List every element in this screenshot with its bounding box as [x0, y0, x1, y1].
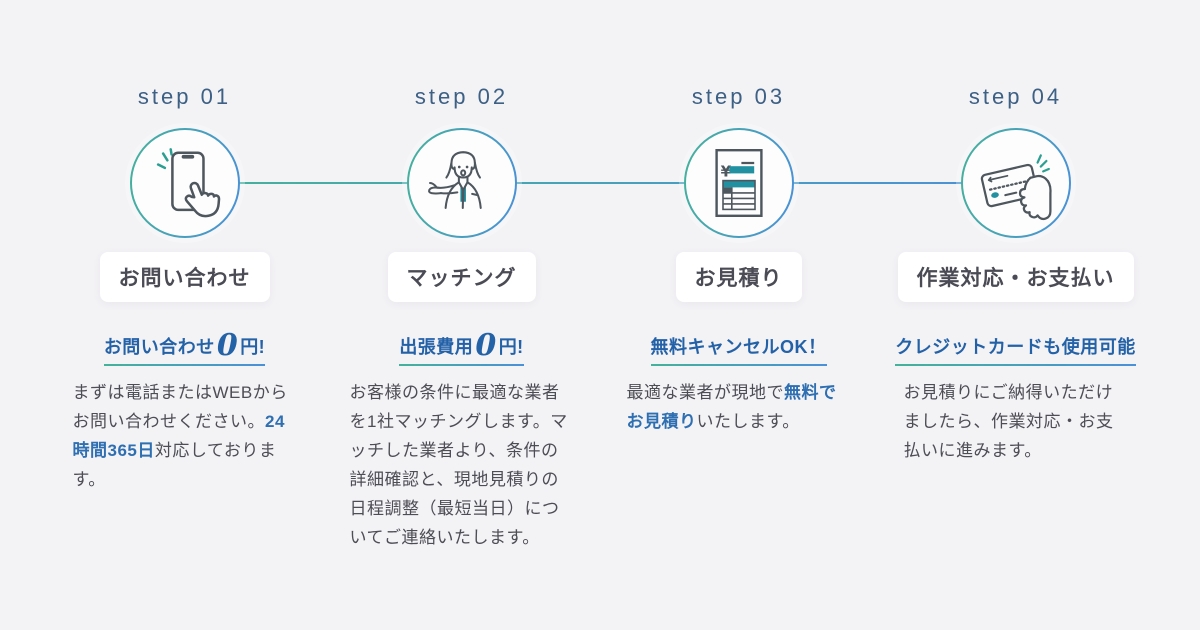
zero-numeral: 0	[216, 328, 239, 363]
step-label: step 04	[968, 84, 1063, 109]
step-title: お問い合わせ	[99, 252, 270, 302]
step-subtitle-wrap: 無料キャンセルOK！	[650, 302, 827, 366]
step-label: step 03	[691, 84, 786, 109]
operator-woman-icon	[427, 151, 482, 209]
subtitle-text: 出張費用	[399, 337, 474, 357]
smartphone-tap-icon	[156, 148, 220, 218]
description-text: まずは電話またはWEBからお問い合わせください。	[72, 383, 288, 431]
description-highlight: 無料でお見積り	[626, 383, 837, 431]
step-circle	[406, 128, 517, 238]
step-connector-line	[184, 182, 1016, 184]
step-description: 最適な業者が現地で無料でお見積りいたします。	[627, 378, 851, 436]
subtitle-text: 無料キャンセルOK！	[650, 337, 827, 357]
step-subtitle: 無料キャンセルOK！	[650, 335, 827, 366]
credit-card-hand-icon	[980, 154, 1052, 221]
step-circle-inner: ¥	[685, 130, 792, 236]
subtitle-text: 円!	[240, 337, 266, 357]
step-title: 作業対応・お支払い	[897, 252, 1134, 302]
estimate-document-icon: ¥	[714, 149, 763, 217]
step-subtitle-wrap: クレジットカードも使用可能	[895, 302, 1136, 366]
subtitle-text: クレジットカードも使用可能	[895, 337, 1136, 357]
step-description: お見積りにご納得いただけましたら、作業対応・お支払いに進みます。	[904, 378, 1128, 465]
step-title: マッチング	[387, 252, 536, 302]
step-description: まずは電話またはWEBからお問い合わせください。24時間365日対応しております…	[73, 378, 297, 494]
step-title: お見積り	[675, 252, 802, 302]
step-circle	[129, 128, 240, 238]
step-label: step 01	[137, 84, 232, 109]
step-subtitle: クレジットカードも使用可能	[895, 335, 1136, 366]
subtitle-text: 円!	[498, 337, 524, 357]
description-text: お見積りにご納得いただけましたら、作業対応・お支払いに進みます。	[903, 383, 1114, 460]
step-circle-inner	[131, 130, 238, 236]
step-description: お客様の条件に最適な業者を1社マッチングします。マッチした業者より、条件の詳細確…	[350, 378, 574, 552]
zero-numeral: 0	[475, 328, 497, 363]
description-text: いたします。	[696, 412, 800, 431]
description-text: 最適な業者が現地で	[626, 383, 784, 402]
description-text: 対応しております。	[72, 441, 277, 489]
step-column-3: step 03 ¥	[600, 86, 877, 552]
step-label: step 02	[414, 84, 509, 109]
step-circle-inner	[962, 130, 1069, 236]
step-column-4: step 04	[877, 86, 1154, 552]
step-circle	[960, 128, 1071, 238]
step-circle: ¥	[683, 128, 794, 238]
svg-text:¥: ¥	[720, 163, 731, 181]
step-circle-inner	[408, 130, 515, 236]
description-text: お客様の条件に最適な業者を1社マッチングします。マッチした業者より、条件の詳細確…	[349, 383, 568, 547]
description-highlight: 24時間365日	[72, 412, 285, 460]
subtitle-text: お問い合わせ	[103, 337, 215, 357]
step-column-2: step 02	[323, 86, 600, 552]
